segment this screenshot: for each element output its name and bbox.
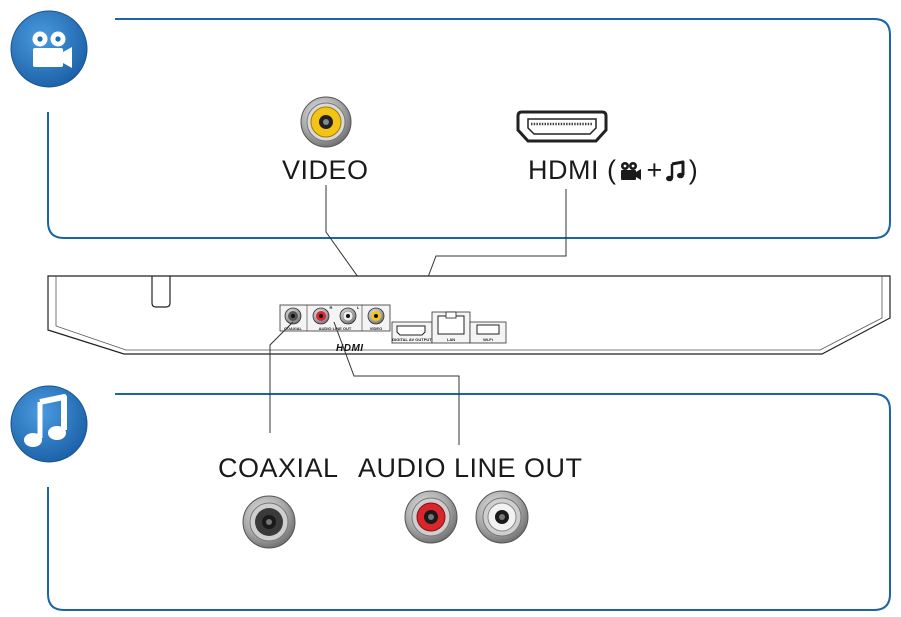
rear-lan-port: LAN [431,311,471,344]
music-note-small-icon [665,160,685,181]
hdmi-logo: HDMI [336,343,364,354]
audio-frame [47,393,891,611]
video-rca-jack [300,96,352,148]
hdmi-port [516,110,608,143]
video-label: VIDEO [282,155,369,185]
rear-hdmi-output-port: DIGITAL AV OUTPUT [391,321,433,344]
rear-label-video: VIDEO [370,326,382,331]
hdmi-label-prefix: HDMI ( [528,155,617,185]
audio-leader-line [333,321,460,445]
coaxial-jack [242,495,296,549]
audio-right-red-jack [404,490,458,544]
rear-label-audio-line-out: AUDIO LINE OUT [319,326,352,331]
movie-camera-small-icon [621,161,642,180]
rear-jack-group: COAXIAL AUDIO LINE OUT VIDEO R L [279,304,391,332]
rear-channel-l: L [357,305,360,310]
movie-camera-icon [8,8,90,90]
coaxial-label: COAXIAL [218,453,339,483]
audio-line-out-label: AUDIO LINE OUT [358,453,583,483]
rear-channel-r: R [330,305,333,310]
hdmi-label-plus: + [646,155,663,185]
rear-label-coaxial: COAXIAL [284,326,303,331]
audio-left-white-jack [475,490,529,544]
video-frame [47,18,891,239]
hdmi-label: HDMI ( + ) [528,157,698,184]
rear-label-digital-av-output: DIGITAL AV OUTPUT [392,337,432,342]
rear-label-lan: LAN [447,337,455,342]
coaxial-leader-line [269,321,294,433]
rear-label-wifi: Wi-Fi [483,337,493,342]
rear-wifi-port: Wi-Fi [469,321,507,344]
music-note-icon [8,383,90,465]
hdmi-logo-text: HDMI [336,343,364,354]
hdmi-label-suffix: ) [688,155,699,185]
